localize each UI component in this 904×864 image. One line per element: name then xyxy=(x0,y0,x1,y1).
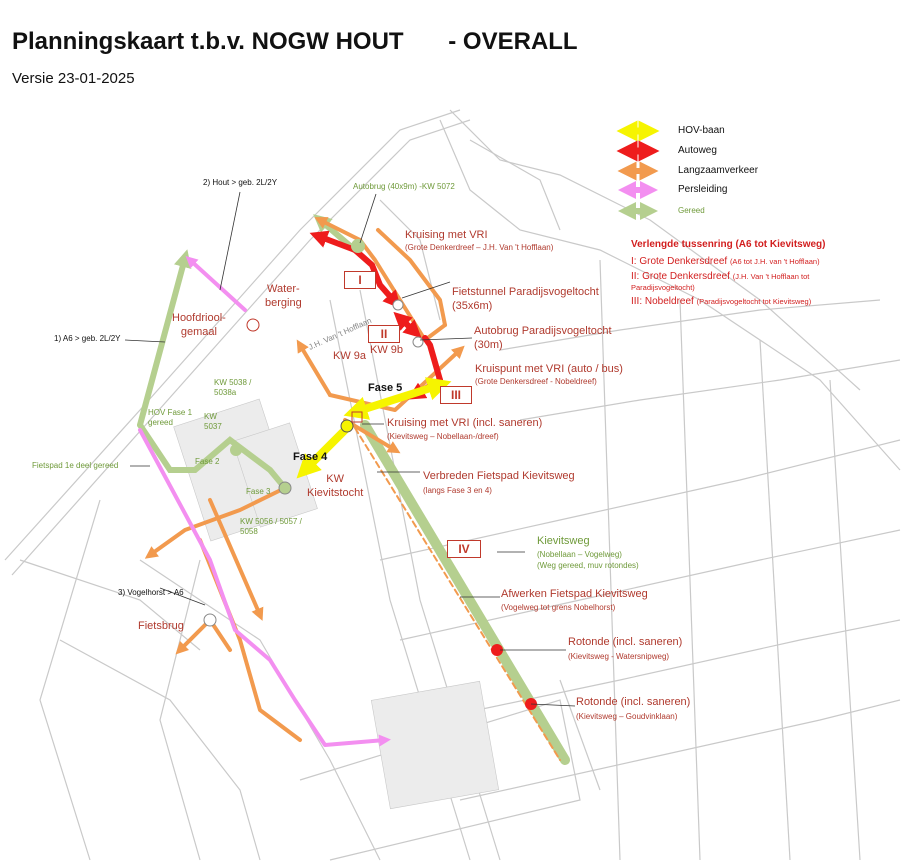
rotonde1-marker xyxy=(491,644,503,656)
roman-box-iii: III xyxy=(440,386,472,404)
legend-autoweg: Autoweg xyxy=(678,145,717,156)
label-fase2: Fase 2 xyxy=(195,457,220,466)
hoofdriool-marker xyxy=(246,318,260,332)
label-kievitsweg-sub: (Nobellaan – Vogelweg) (Weg gereed, muv … xyxy=(537,550,639,570)
label-kievitsweg: Kievitsweg xyxy=(537,535,590,547)
title-suffix: - OVERALL xyxy=(448,28,578,55)
label-kw9a: KW 9a xyxy=(333,350,367,362)
label-autobrug-para: Autobrug Paradijsvogeltocht (30m) xyxy=(474,325,612,351)
ring-item-1-detail: (A6 tot J.H. van 't Hofflaan) xyxy=(729,257,820,266)
label-fase3: Fase 3 xyxy=(246,487,271,496)
roman-box-i: I xyxy=(344,271,376,289)
label-kw-kievitstocht: KW Kievitstocht xyxy=(307,473,364,499)
fietstunnel-marker xyxy=(392,299,404,311)
label-kruispunt-vri: Kruispunt met VRI (auto / bus) xyxy=(475,363,623,375)
legend-langzaam: Langzaamverkeer xyxy=(678,165,759,176)
structure-markers xyxy=(203,239,537,710)
label-rotonde1: Rotonde (incl. saneren) xyxy=(568,636,683,648)
page-title: Planningskaart t.b.v. NOGW HOUT - OVERAL… xyxy=(12,28,578,56)
label-kruispunt-vri-sub: (Grote Denkersdreef - Nobeldreef) xyxy=(475,377,597,386)
housing-blocks xyxy=(173,398,500,810)
label-kw5056: KW 5056 / 5057 / 5058 xyxy=(240,517,302,537)
ring-item-1: I: Grote Denkersdreef (A6 tot J.H. van '… xyxy=(631,256,820,267)
label-a6-geb: 1) A6 > geb. 2L/2Y xyxy=(54,334,121,343)
ring-heading: Verlengde tussenring (A6 tot Kievitsweg) xyxy=(631,239,826,250)
label-kw5037: KW 5037 xyxy=(204,412,222,432)
label-fietspad-1e: Fietspad 1e deel gereed xyxy=(32,461,119,470)
label-rotonde2: Rotonde (incl. saneren) xyxy=(576,696,691,708)
label-kruising-vri-1: Kruising met VRI xyxy=(405,229,488,241)
label-kruising-vri-2-sub: (Kievitsweg – Nobellaan-/dreef) xyxy=(387,432,499,441)
kw5056-marker xyxy=(278,481,292,495)
ring-item-3-detail: (Paradijsvogeltocht tot Kievitsweg) xyxy=(696,297,812,306)
label-kruising-vri-1-sub: (Grote Denkerdreef – J.H. Van 't Hofflaa… xyxy=(405,243,554,252)
label-fase4: Fase 4 xyxy=(293,451,328,463)
label-fietsbrug: Fietsbrug xyxy=(138,620,184,632)
roman-box-iv: IV xyxy=(447,540,481,558)
pink-pressure-pipeline xyxy=(138,255,391,747)
ring-item-2-main: II: Grote Denkersdreef xyxy=(631,271,730,282)
ring-item-3-main: III: Nobeldreef xyxy=(631,296,694,307)
label-afwerken-sub: (Vogelweg tot grens Nobelhorst) xyxy=(501,603,616,612)
jh-hofflaan-road-label: J.H. Van 't Hofflaan xyxy=(307,316,373,352)
legend-arrows xyxy=(616,120,660,220)
title-main: Planningskaart t.b.v. NOGW HOUT xyxy=(12,28,404,55)
label-waterberging: Water- berging xyxy=(265,283,302,309)
fietsbrug-marker xyxy=(203,613,217,627)
label-rotonde2-sub: (Kievitsweg – Goudvinklaan) xyxy=(576,712,678,721)
callout-lines xyxy=(124,191,576,707)
legend-hov: HOV-baan xyxy=(678,125,725,136)
label-kruising-vri-2: Kruising met VRI (incl. saneren) xyxy=(387,417,543,429)
label-autobrug-kw5072: Autobrug (40x9m) -KW 5072 xyxy=(353,182,455,191)
label-rotonde1-sub: (Kievitsweg - Watersnipweg) xyxy=(568,652,670,661)
label-fase5: Fase 5 xyxy=(368,382,403,394)
label-vogelhorst: 3) Vogelhorst > A6 xyxy=(118,588,184,597)
ring-item-3: III: Nobeldreef (Paradijsvogeltocht tot … xyxy=(631,296,811,307)
label-kw9b: KW 9b xyxy=(370,344,404,356)
label-kw5038: KW 5038 / 5038a xyxy=(214,378,252,398)
label-hout-geb: 2) Hout > geb. 2L/2Y xyxy=(203,178,278,187)
label-fietstunnel: Fietstunnel Paradijsvogeltocht (35x6m) xyxy=(452,286,599,312)
label-hoofdriool: Hoofdriool- gemaal xyxy=(172,312,226,338)
label-verbreden-sub: (langs Fase 3 en 4) xyxy=(423,486,492,495)
ring-item-2: II: Grote Denkersdreef (J.H. Van 't Hoff… xyxy=(631,271,861,293)
label-verbreden: Verbreden Fietspad Kievitsweg xyxy=(423,470,575,482)
version-label: Versie 23-01-2025 xyxy=(12,70,135,87)
legend-persleiding: Persleiding xyxy=(678,184,728,195)
autobrug-marker xyxy=(351,239,365,253)
kw5038-marker xyxy=(230,444,242,456)
kruising-square xyxy=(351,411,363,423)
ring-item-1-main: I: Grote Denkersdreef xyxy=(631,256,728,267)
orange-slow-traffic-routes xyxy=(144,217,561,761)
ring-item-2-detail: (J.H. Van 't Hofflaan tot Paradijsvogelt… xyxy=(631,272,810,292)
legend-gereed: Gereed xyxy=(678,206,705,215)
autobrug-para-marker xyxy=(412,336,424,348)
yellow-hov-lane xyxy=(296,377,452,479)
kruising-marker xyxy=(340,419,354,433)
label-hov-fase1: HOV Fase 1 gereed xyxy=(148,408,193,428)
label-afwerken: Afwerken Fietspad Kievitsweg xyxy=(501,588,648,600)
roman-box-ii: II xyxy=(368,325,400,343)
red-car-road xyxy=(309,230,443,400)
